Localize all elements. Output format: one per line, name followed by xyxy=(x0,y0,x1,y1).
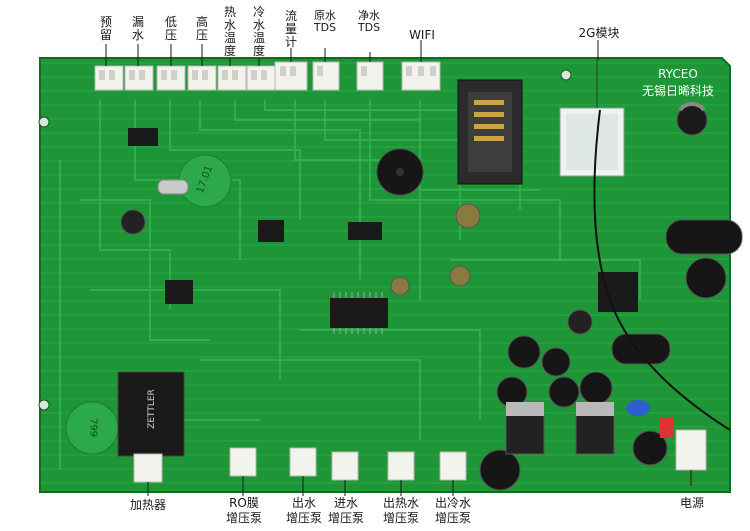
label-outlet-booster: 出水 增压泵 xyxy=(280,496,328,526)
connector-inlet-booster xyxy=(331,451,359,481)
capacitor xyxy=(579,371,613,405)
label-line: 增压泵 xyxy=(327,511,364,525)
label-power: 电源 xyxy=(679,496,704,510)
label-raw-water-tds: 原水TDS xyxy=(313,9,337,34)
ic-chip xyxy=(598,272,638,312)
sticker-text: 799 xyxy=(87,417,99,438)
label-line: 增压泵 xyxy=(225,511,262,525)
relay xyxy=(117,371,185,457)
connector-outlet-booster xyxy=(289,447,317,477)
label-ro-booster: RO膜 增压泵 xyxy=(220,496,268,526)
label-cold-outlet-booster: 出冷水 增压泵 xyxy=(428,496,478,526)
label-line: 增压泵 xyxy=(434,511,471,525)
brand-name: RYCEO xyxy=(658,67,698,81)
capacitor xyxy=(449,265,471,287)
ic-chip xyxy=(348,222,382,240)
crystal xyxy=(157,179,189,195)
label-preset: 预留 xyxy=(99,15,112,42)
ic-chip xyxy=(165,280,193,304)
ic-chip xyxy=(128,128,158,146)
label-2g-module: 2G模块 xyxy=(578,26,620,40)
connector-power xyxy=(675,429,707,471)
connector-cold-outlet-booster xyxy=(439,451,467,481)
capacitor xyxy=(665,219,743,255)
label-line: 进水 xyxy=(333,496,358,510)
relay-marking: ZETTLER xyxy=(147,389,157,429)
connector-pure-tds xyxy=(356,61,384,91)
capacitor xyxy=(611,333,671,365)
label-line: 增压泵 xyxy=(285,511,322,525)
label-line: 出热水 xyxy=(382,496,419,510)
ic-chip xyxy=(258,220,284,242)
label-line: 增压泵 xyxy=(382,511,419,525)
label-inlet-booster: 进水 增压泵 xyxy=(322,496,370,526)
label-line: 出水 xyxy=(291,496,316,510)
regulator xyxy=(575,413,615,455)
antenna-wire xyxy=(593,109,731,431)
capacitor xyxy=(548,376,580,408)
capacitor xyxy=(567,309,593,335)
label-line: RO膜 xyxy=(229,496,259,510)
regulator xyxy=(505,413,545,455)
label-heater: 加热器 xyxy=(129,498,166,512)
capacitor xyxy=(390,276,410,296)
mount-hole xyxy=(38,399,50,411)
label-flow-meter: 流量计 xyxy=(284,9,297,49)
connector-raw-tds xyxy=(312,61,340,91)
capacitor xyxy=(541,347,571,377)
label-pure-water-tds: 净水TDS xyxy=(357,9,381,34)
capacitor xyxy=(455,203,481,229)
capacitor xyxy=(685,257,727,299)
capacitor xyxy=(120,209,146,235)
label-wifi: WIFI xyxy=(409,28,435,42)
label-low-pressure: 低压 xyxy=(164,15,177,42)
label-high-pressure: 高压 xyxy=(195,15,208,42)
capacitor xyxy=(507,335,541,369)
connector-heater xyxy=(133,453,163,483)
label-cold-water-temp: 冷水温度 xyxy=(252,5,265,58)
connector-hot-outlet-booster xyxy=(387,451,415,481)
label-line: 出冷水 xyxy=(434,496,471,510)
brand-company: 无锡日晞科技 xyxy=(641,84,714,98)
connector-ro-booster xyxy=(229,447,257,477)
capacitor xyxy=(479,449,521,491)
mount-hole xyxy=(560,69,572,81)
capacitor xyxy=(632,430,668,466)
label-leak: 漏水 xyxy=(131,15,144,42)
label-hot-water-temp: 热水温度 xyxy=(223,5,236,58)
mount-hole xyxy=(38,116,50,128)
label-hot-outlet-booster: 出热水 增压泵 xyxy=(376,496,426,526)
ic-main-mcu xyxy=(330,298,388,328)
